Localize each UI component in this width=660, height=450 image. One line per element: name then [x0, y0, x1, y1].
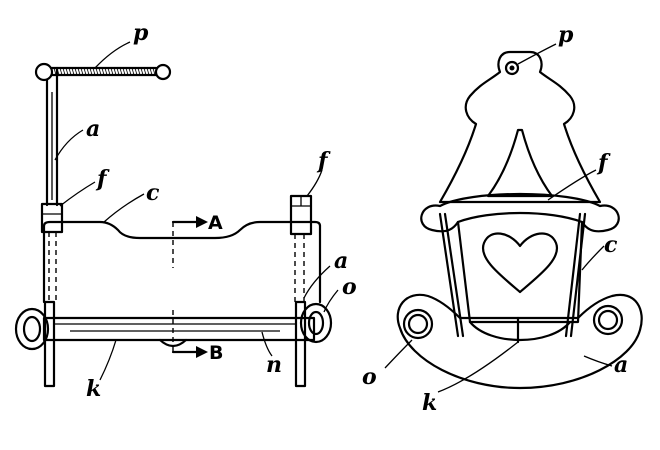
label-n: n [266, 352, 282, 378]
left-wheel-o [14, 307, 50, 351]
end-wheel-left-o [402, 308, 434, 340]
side-view: p a f c A f a o k n B [14, 20, 357, 402]
heart-icon [481, 232, 559, 294]
label-a: a [86, 116, 100, 142]
end-label-c: c [604, 232, 618, 258]
rocker-bar-k [42, 316, 316, 348]
cradle-end-c [420, 192, 620, 324]
label-c: c [146, 180, 160, 206]
left-clamp-f [40, 202, 64, 234]
right-wheel-o [299, 302, 333, 344]
end-label-a: a [614, 352, 628, 378]
section-label-a: A [208, 212, 223, 234]
label-f-right: f [316, 148, 331, 174]
slanted-rods [438, 212, 587, 338]
threaded-rod-p [34, 62, 172, 82]
end-wheel-right-o [592, 304, 624, 336]
label-p: p [133, 20, 149, 46]
end-label-f: f [596, 150, 611, 176]
rocker-base-a [396, 293, 643, 390]
right-clamp-f [289, 194, 313, 236]
label-k: k [86, 376, 101, 402]
label-a-right: a [334, 248, 348, 274]
hanger-frame-f [438, 50, 602, 204]
left-post-a [45, 66, 59, 207]
section-label-b: B [209, 342, 223, 364]
end-label-p: p [558, 22, 574, 48]
end-label-o: o [362, 364, 377, 390]
cradle-body-c [42, 220, 322, 304]
label-f: f [95, 166, 110, 192]
end-label-k: k [422, 390, 437, 416]
end-view: p f c o k a [362, 22, 643, 416]
label-o: o [342, 274, 357, 300]
